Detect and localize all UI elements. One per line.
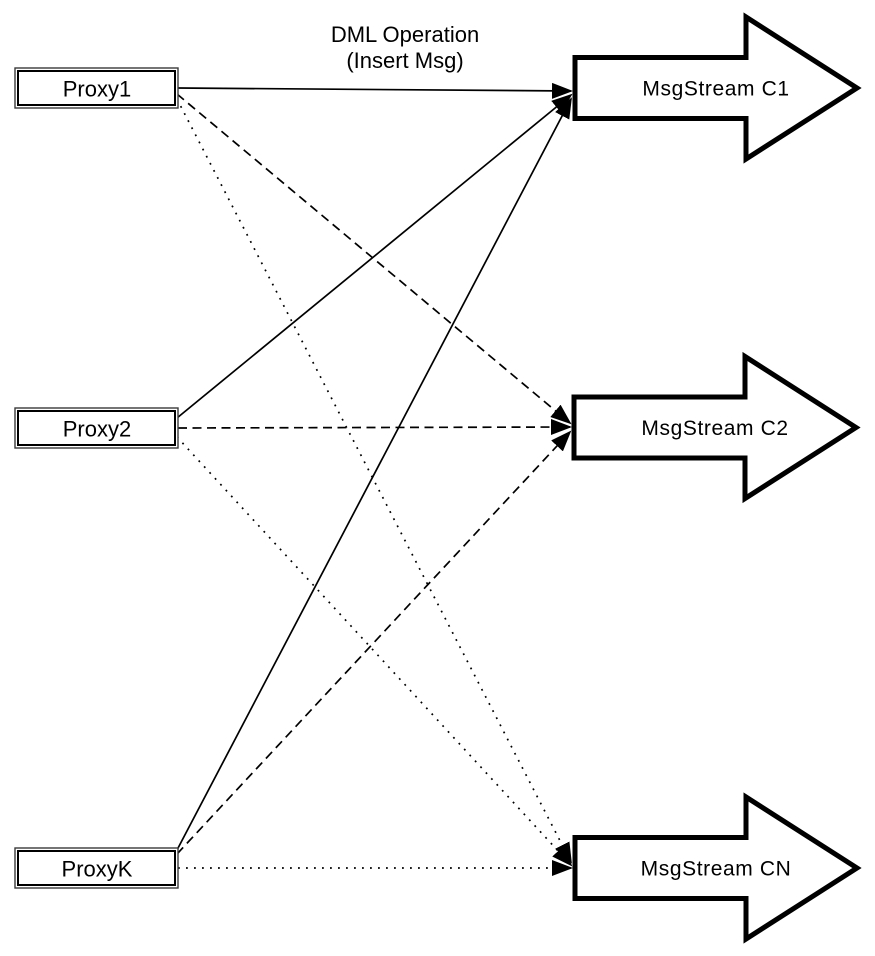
edge-annotation-line1: DML Operation: [331, 22, 479, 47]
proxy1-box: [17, 70, 176, 106]
node-msgstream-cn: MsgStream CN: [572, 792, 862, 944]
edge-proxy2-to-msgstream-cn: [176, 436, 573, 867]
msgstream-c2-arrow-shape: [571, 351, 861, 504]
edge-annotation-line2: (Insert Msg): [346, 48, 463, 73]
node-proxy1: Proxy1: [14, 67, 179, 109]
msgstream-cn-arrow-shape: [572, 792, 862, 944]
edge-proxy1-to-msgstream-c2: [176, 93, 572, 425]
edge-proxy2-to-msgstream-c1: [176, 93, 573, 419]
proxy2-label: Proxy2: [63, 417, 131, 442]
node-msgstream-c2: MsgStream C2: [571, 351, 861, 504]
edge-annotation: DML Operation (Insert Msg): [331, 22, 479, 73]
edge-proxyk-to-msgstream-c1: [176, 97, 572, 851]
proxy1-label: Proxy1: [63, 77, 131, 102]
msgstream-c1-arrow-shape: [572, 12, 862, 164]
proxy2-box: [17, 410, 176, 446]
msgstream-cn-label: MsgStream CN: [641, 858, 792, 881]
edge-group: [176, 82, 573, 876]
proxyk-label: ProxyK: [62, 857, 133, 882]
node-msgstream-c1: MsgStream C1: [572, 12, 862, 164]
edge-proxyk-to-msgstream-c2: [176, 430, 572, 855]
edge-proxy2-to-msgstream-c2: [177, 419, 572, 436]
edge-proxy1-to-msgstream-c1: [177, 82, 573, 99]
msgstream-c2-label: MsgStream C2: [641, 417, 788, 440]
proxyk-box: [17, 850, 176, 886]
node-proxy2: Proxy2: [14, 407, 179, 449]
msgstream-c1-label: MsgStream C1: [642, 78, 789, 101]
node-proxyk: ProxyK: [14, 847, 179, 889]
